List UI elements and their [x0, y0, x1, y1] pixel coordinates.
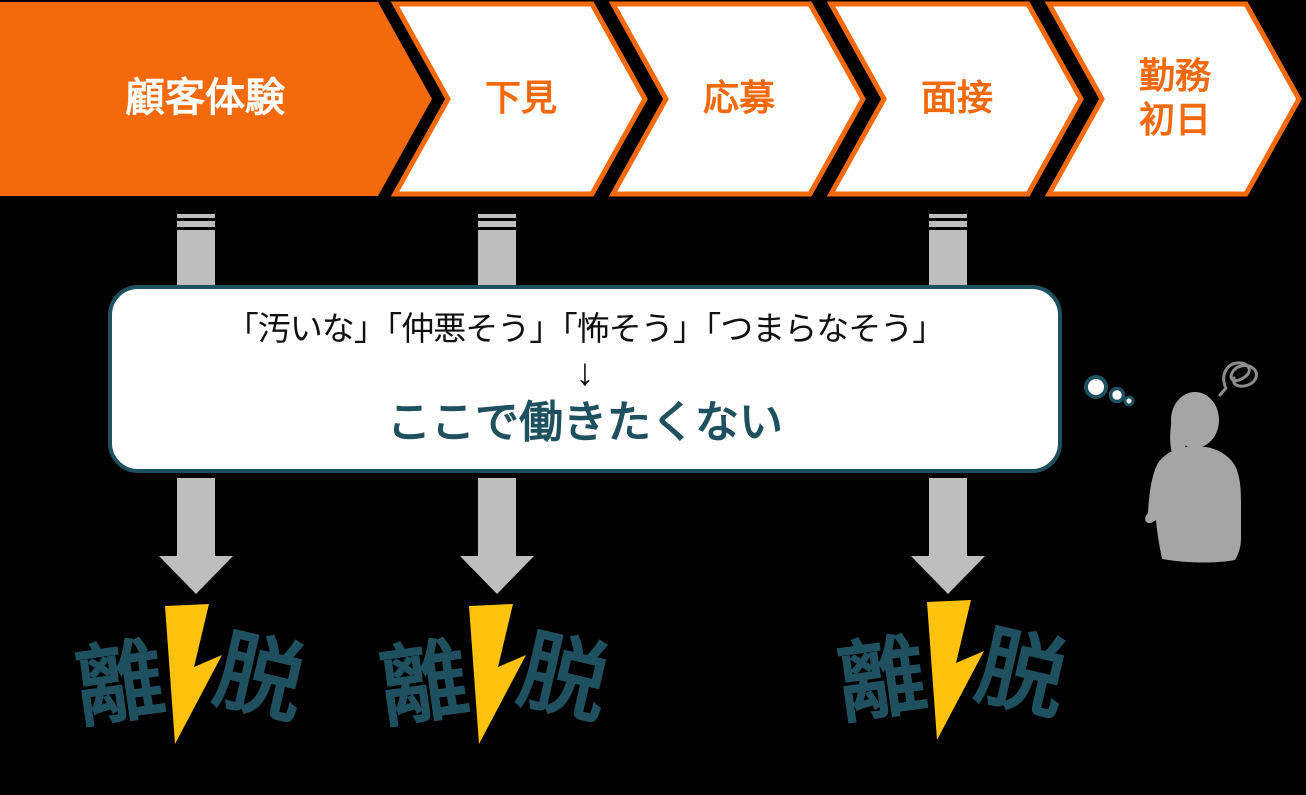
down-arrow-3-head	[911, 556, 985, 594]
person-head	[1171, 392, 1219, 448]
frustration-scribble-icon	[1218, 361, 1258, 397]
stage-label-customer-experience: 顧客体験	[125, 75, 285, 120]
down-arrow-3-shaft	[929, 230, 967, 290]
dropout-char-left: 離	[373, 628, 475, 739]
stage-label-interview: 面接	[920, 77, 993, 119]
callout-conclusion: ここで働きたくない	[387, 397, 783, 447]
person-body	[1145, 446, 1241, 563]
lightning-bolt-icon	[165, 604, 222, 744]
down-arrow-1-stripe	[177, 214, 215, 218]
down-arrow-2-head	[460, 556, 534, 594]
down-arrow-2-shaft	[478, 230, 516, 290]
person-silhouette-icon	[1145, 392, 1241, 563]
stage-label-first-day: 勤務 初日	[1138, 55, 1211, 140]
down-arrow-1-lower-shaft	[177, 478, 215, 556]
thinking-person-group	[1084, 361, 1258, 563]
funnel-chevrons	[0, 1, 1302, 197]
down-arrow-1-shaft	[177, 230, 215, 290]
down-arrow-glyph: ↓	[575, 351, 595, 394]
dropout-char-right: 脱	[206, 619, 315, 736]
lightning-bolt-icon	[927, 600, 984, 740]
dropout-char-left: 離	[69, 628, 171, 739]
down-arrow-1-stripe	[177, 221, 215, 227]
dropout-group-3: 離 脱	[831, 600, 1076, 755]
dropout-char-left: 離	[831, 624, 933, 735]
stage-chevron-5	[1044, 1, 1302, 197]
stage-chevron-1	[0, 2, 432, 196]
stage-chevron-3	[608, 1, 866, 197]
dropout-group-1: 離 脱	[69, 604, 314, 759]
lightning-bolt-icon	[469, 604, 526, 744]
down-arrow-2-lower-shaft	[478, 478, 516, 556]
dropout-char-right: 脱	[968, 615, 1077, 732]
callout-box: 「汚いな」「仲悪そう」「怖そう」「つまらなそう」 ↓ ここで働きたくない	[108, 285, 1062, 473]
stage-chevron-2	[390, 1, 648, 197]
stage-label-apply: 応募	[702, 77, 775, 119]
dropout-group-2: 離 脱	[373, 604, 618, 759]
down-arrow-3-stripe	[929, 214, 967, 218]
stage-chevron-4	[826, 1, 1084, 197]
down-arrow-2-stripe	[478, 221, 516, 227]
down-arrow-2-stripe	[478, 214, 516, 218]
stage-label-preview: 下見	[484, 77, 557, 119]
down-arrow-1-head	[159, 556, 233, 594]
thought-bubble-large-icon	[1084, 375, 1108, 399]
dropout-char-right: 脱	[510, 619, 619, 736]
down-arrow-3-lower-shaft	[929, 478, 967, 556]
thought-bubble-small-icon	[1123, 395, 1135, 407]
down-arrow-3-stripe	[929, 221, 967, 227]
callout-quotes-line: 「汚いな」「仲悪そう」「怖そう」「つまらなそう」	[225, 309, 945, 347]
thought-bubble-medium-icon	[1108, 386, 1126, 404]
